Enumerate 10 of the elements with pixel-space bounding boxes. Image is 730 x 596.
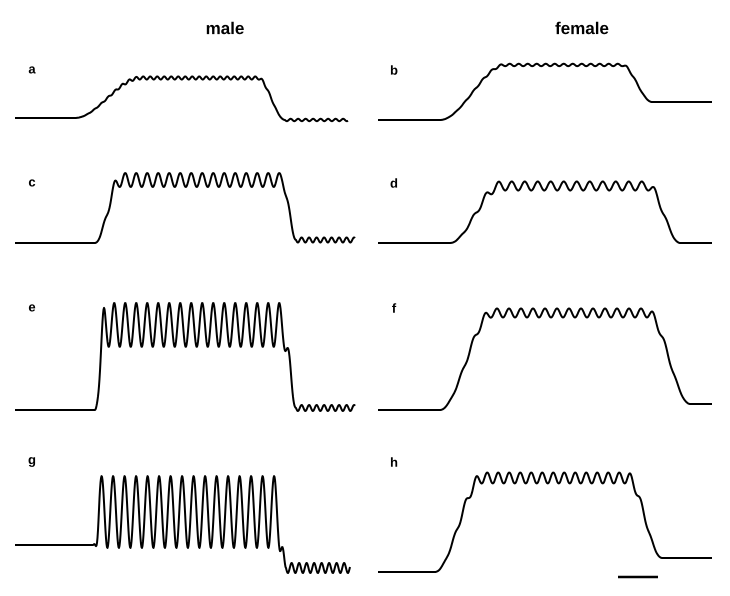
panel-letter: d <box>390 178 398 188</box>
panel-letter: h <box>390 457 398 467</box>
panel-letter: a <box>28 66 36 74</box>
column-heading: male <box>206 22 244 34</box>
panel-letter: c <box>28 179 36 187</box>
panel-letter: g <box>28 457 36 467</box>
panel-letter: e <box>28 304 36 312</box>
column-heading: female <box>555 22 608 34</box>
panel-letter: b <box>390 65 398 75</box>
panel-letter: f <box>392 303 396 313</box>
